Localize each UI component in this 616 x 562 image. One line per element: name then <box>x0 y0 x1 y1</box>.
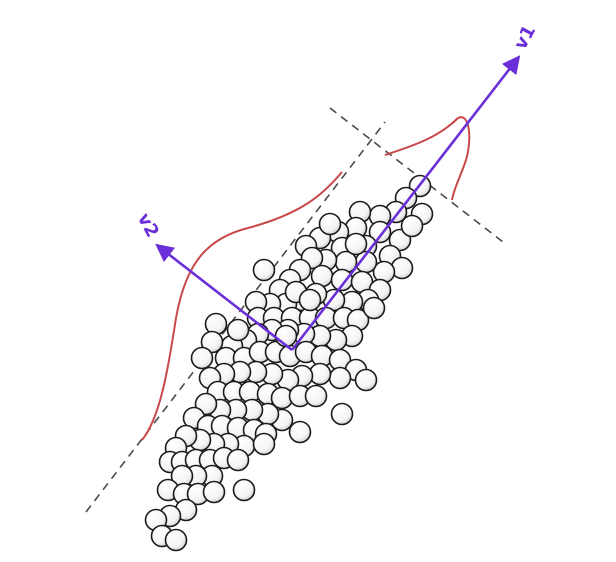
data-point <box>274 324 298 348</box>
data-point <box>232 478 256 502</box>
data-point <box>330 402 354 426</box>
data-point <box>164 528 188 552</box>
data-points <box>144 174 434 552</box>
data-point <box>304 384 328 408</box>
v2-distribution-curve <box>141 171 343 441</box>
v2-axis-dashed-line <box>85 121 386 513</box>
data-point <box>344 232 368 256</box>
data-point <box>298 288 322 312</box>
v1-projection-dashed-line <box>329 107 504 243</box>
data-point <box>202 480 226 504</box>
v1-label: v1 <box>510 22 540 53</box>
data-point <box>226 448 250 472</box>
data-point <box>354 368 378 392</box>
data-point <box>328 366 352 390</box>
data-point <box>252 432 276 456</box>
projection-guides <box>85 107 504 513</box>
v2-vector-arrow <box>155 243 293 352</box>
principal-vectors <box>155 55 521 352</box>
data-point <box>252 258 276 282</box>
v2-label: v2 <box>133 210 163 241</box>
data-point <box>368 220 392 244</box>
v1-vector-arrow <box>290 55 521 351</box>
data-point <box>288 420 312 444</box>
data-point <box>200 330 224 354</box>
data-point <box>400 214 424 238</box>
data-point <box>226 318 250 342</box>
data-point <box>318 212 342 236</box>
data-point <box>362 296 386 320</box>
data-point <box>190 346 214 370</box>
